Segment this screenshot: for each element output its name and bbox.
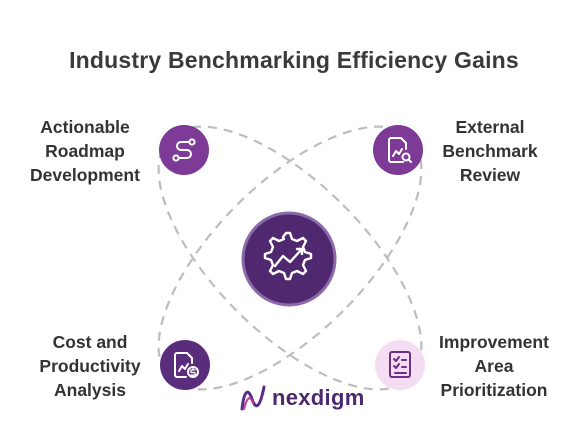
node-label-line: Actionable <box>40 117 130 137</box>
node-bottom-right-circle <box>375 340 425 390</box>
node-label-bottom-left: Cost and Productivity Analysis <box>15 330 165 402</box>
node-bottom-left-circle <box>160 340 210 390</box>
nexdigm-logo-mark-icon <box>240 385 266 411</box>
node-label-line: Prioritization <box>440 380 548 400</box>
node-label-line: Roadmap <box>45 141 125 161</box>
node-label-line: Productivity <box>39 356 141 376</box>
node-label-line: Review <box>459 165 521 185</box>
node-label-top-left: Actionable Roadmap Development <box>10 115 160 187</box>
node-label-line: Improvement <box>439 332 549 352</box>
diagram-title: Industry Benchmarking Efficiency Gains <box>69 47 519 73</box>
node-label-line: Cost and <box>52 332 128 352</box>
node-label-bottom-right: Improvement Area Prioritization <box>419 330 569 402</box>
node-label-line: External <box>455 117 525 137</box>
gear-trend-icon <box>263 231 313 281</box>
node-label-line: Benchmark <box>442 141 538 161</box>
node-label-line: Development <box>30 165 140 185</box>
center-hub <box>241 211 337 307</box>
logo-text: nexdigm <box>272 385 365 410</box>
nexdigm-logo: nexdigm <box>238 381 368 415</box>
document-dollar-icon <box>174 352 199 378</box>
node-label-line: Area <box>474 356 514 376</box>
node-label-top-right: External Benchmark Review <box>415 115 565 187</box>
document-chart-search-icon <box>388 137 412 163</box>
node-top-right-circle <box>373 125 423 175</box>
node-top-left-circle <box>159 125 209 175</box>
checklist-icon <box>389 351 411 378</box>
node-label-line: Analysis <box>54 380 126 400</box>
route-icon <box>172 138 196 162</box>
